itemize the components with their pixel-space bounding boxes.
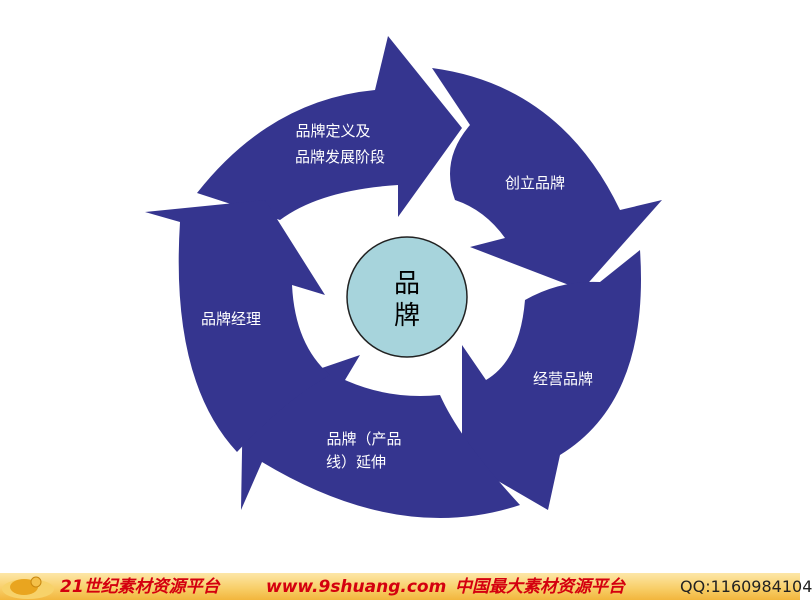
footer-banner: 21世纪素材资源平台 www.9shuang.com 中国最大素材资源平台 QQ… bbox=[0, 573, 812, 600]
cycle-segment-create bbox=[432, 68, 662, 290]
footer-logo-icon bbox=[2, 576, 54, 599]
segment-label-operate: 经营品牌 bbox=[533, 370, 593, 388]
cycle-segment-operate bbox=[462, 250, 641, 510]
footer-qq-number: QQ:1160984104 bbox=[680, 577, 812, 596]
segment-label-manager: 品牌经理 bbox=[201, 310, 261, 328]
footer-tagline-left: 21世纪素材资源平台 bbox=[60, 577, 220, 597]
footer-url-link[interactable]: www.9shuang.com bbox=[266, 577, 447, 597]
cycle-segment-extend bbox=[241, 355, 520, 519]
footer-tagline-right: 中国最大素材资源平台 bbox=[455, 577, 625, 597]
segment-label-definition-line2: 品牌发展阶段 bbox=[295, 148, 385, 166]
center-label-line1: 品 bbox=[394, 269, 420, 299]
cycle-segment-definition bbox=[197, 36, 462, 220]
center-circle bbox=[346, 236, 468, 358]
segment-label-definition-line1: 品牌定义及 bbox=[295, 122, 370, 140]
cycle-segment-manager bbox=[145, 200, 330, 452]
segment-label-extend-line1: 品牌（产品 bbox=[326, 430, 401, 448]
segment-label-create: 创立品牌 bbox=[505, 174, 565, 192]
center-label-line2: 牌 bbox=[394, 301, 420, 331]
segment-label-extend-line2: 线）延伸 bbox=[326, 453, 386, 471]
